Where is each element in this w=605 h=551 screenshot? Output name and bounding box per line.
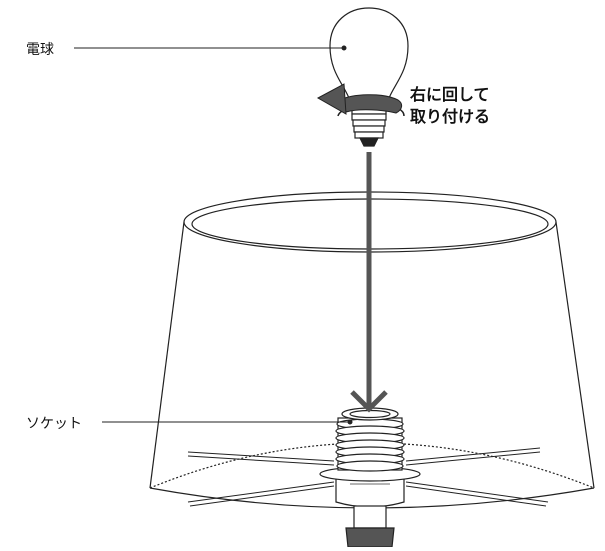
spoke-back-left bbox=[187, 451, 335, 466]
leader-lines bbox=[74, 45, 353, 425]
rotate-arrow-head bbox=[316, 83, 347, 115]
bulb-label: 電球 bbox=[26, 42, 54, 58]
light-bulb bbox=[329, 7, 409, 147]
socket-base bbox=[345, 527, 395, 548]
shade-left-side bbox=[149, 221, 185, 489]
bulb-base-threads bbox=[351, 113, 387, 139]
instruction-line-2: 取り付ける bbox=[410, 107, 491, 126]
spoke-front-right bbox=[405, 481, 549, 507]
socket-stem bbox=[353, 505, 387, 529]
socket-leader-dot bbox=[347, 419, 353, 425]
spider-frame bbox=[187, 447, 549, 507]
shade-right-side bbox=[555, 221, 595, 489]
spoke-front-left bbox=[187, 481, 335, 507]
rotate-right-arrow bbox=[316, 83, 405, 117]
down-arrow bbox=[350, 152, 388, 413]
socket bbox=[319, 407, 421, 548]
bulb-contact bbox=[359, 137, 379, 147]
bulb-glass bbox=[329, 7, 409, 111]
down-arrow-head bbox=[350, 390, 388, 413]
spoke-back-right bbox=[405, 447, 541, 466]
instruction-text: 右に回して 取り付ける bbox=[410, 84, 490, 128]
socket-label: ソケット bbox=[26, 416, 82, 432]
rotate-arrow-band bbox=[339, 94, 403, 114]
socket-threads bbox=[335, 418, 405, 472]
bulb-leader-dot bbox=[341, 45, 347, 51]
instruction-line-1: 右に回して bbox=[410, 85, 490, 104]
